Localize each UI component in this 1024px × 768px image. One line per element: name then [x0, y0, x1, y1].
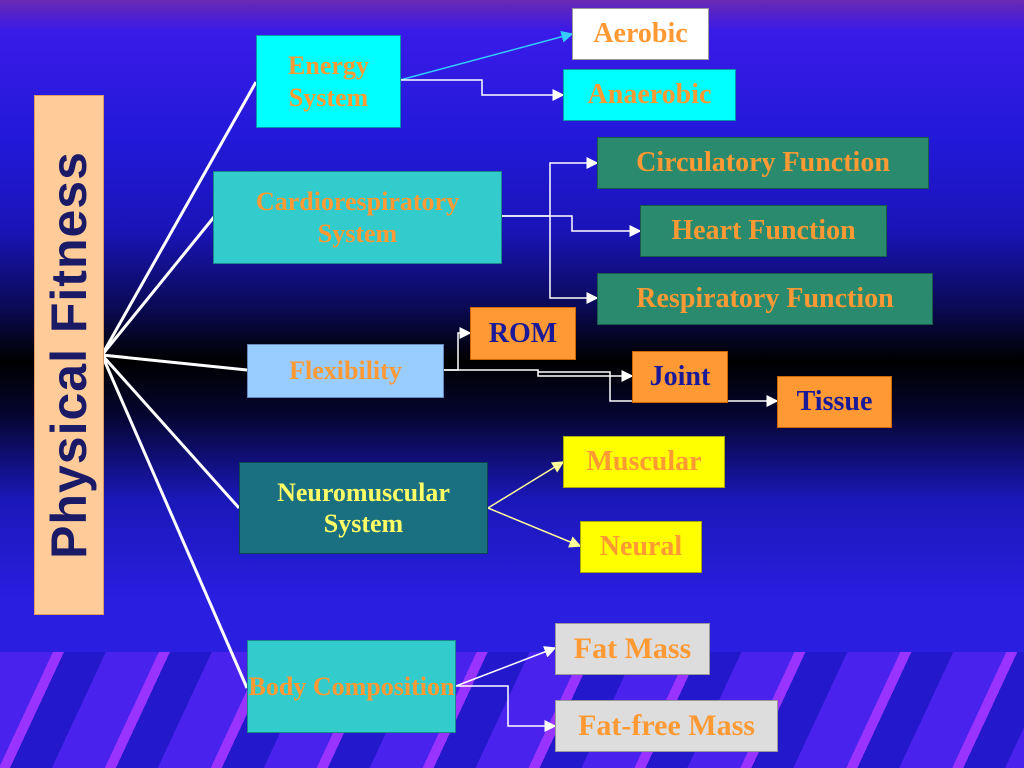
- leaf-respiratory-function-label: Respiratory Function: [636, 283, 894, 315]
- node-cardiorespiratory-system-label: Cardiorespiratory System: [255, 187, 460, 248]
- leaf-rom: ROM: [470, 307, 576, 360]
- link-flex-rom: [443, 327, 472, 371]
- leaf-neural-label: Neural: [599, 531, 683, 563]
- link-root-cardio: [100, 216, 216, 356]
- node-neuromuscular-system-label: Neuromuscular System: [277, 477, 450, 538]
- root-title-box: Physical Fitness: [34, 95, 104, 615]
- leaf-muscular: Muscular: [563, 436, 725, 488]
- diagram-title: Physical Fitness: [41, 151, 98, 559]
- link-root-flexibility: [101, 353, 248, 372]
- leaf-heart-function: Heart Function: [640, 205, 887, 257]
- leaf-fat-free-mass-label: Fat-free Mass: [578, 709, 755, 742]
- link-cardio-circulatory: [500, 157, 599, 217]
- leaf-circulatory-function: Circulatory Function: [597, 137, 929, 189]
- leaf-neural: Neural: [580, 521, 702, 573]
- leaf-joint: Joint: [632, 351, 728, 403]
- node-cardiorespiratory-system: Cardiorespiratory System: [213, 171, 502, 264]
- leaf-tissue-label: Tissue: [796, 386, 873, 418]
- link-body-fatfree: [456, 685, 557, 732]
- node-body-composition: Body Composition: [247, 640, 456, 733]
- node-body-composition-label: Body Composition: [248, 671, 455, 701]
- link-root-energy: [100, 81, 258, 356]
- link-neuro-muscular: [487, 461, 565, 509]
- leaf-aerobic-label: Aerobic: [593, 18, 688, 50]
- link-energy-anaerobic: [400, 79, 565, 101]
- leaf-rom-label: ROM: [488, 317, 558, 349]
- leaf-respiratory-function: Respiratory Function: [597, 273, 933, 325]
- leaf-joint-label: Joint: [649, 361, 711, 393]
- node-energy-system: Energy System: [256, 35, 401, 128]
- leaf-muscular-label: Muscular: [586, 446, 702, 478]
- leaf-tissue: Tissue: [777, 376, 892, 428]
- leaf-aerobic: Aerobic: [572, 8, 709, 60]
- link-cardio-heart: [500, 215, 642, 237]
- link-body-fatmass: [455, 646, 557, 687]
- leaf-fat-mass-label: Fat Mass: [573, 632, 692, 665]
- node-energy-system-label: Energy System: [288, 51, 369, 112]
- node-neuromuscular-system: Neuromuscular System: [239, 462, 488, 554]
- link-cardio-respiratory: [549, 216, 599, 304]
- link-root-body: [100, 354, 249, 689]
- leaf-circulatory-function-label: Circulatory Function: [636, 147, 890, 179]
- node-flexibility-label: Flexibility: [289, 356, 402, 386]
- link-root-neuromuscular: [100, 353, 241, 510]
- striped-floor-decoration: [0, 652, 1024, 768]
- leaf-anaerobic-label: Anaerobic: [587, 79, 712, 111]
- leaf-heart-function-label: Heart Function: [671, 215, 856, 247]
- link-flex-joint: [443, 369, 634, 382]
- node-flexibility: Flexibility: [247, 344, 444, 398]
- leaf-fat-mass: Fat Mass: [555, 623, 710, 675]
- leaf-anaerobic: Anaerobic: [563, 69, 736, 121]
- link-energy-aerobic: [399, 30, 574, 81]
- leaf-fat-free-mass: Fat-free Mass: [555, 700, 778, 752]
- link-neuro-neural: [487, 507, 582, 548]
